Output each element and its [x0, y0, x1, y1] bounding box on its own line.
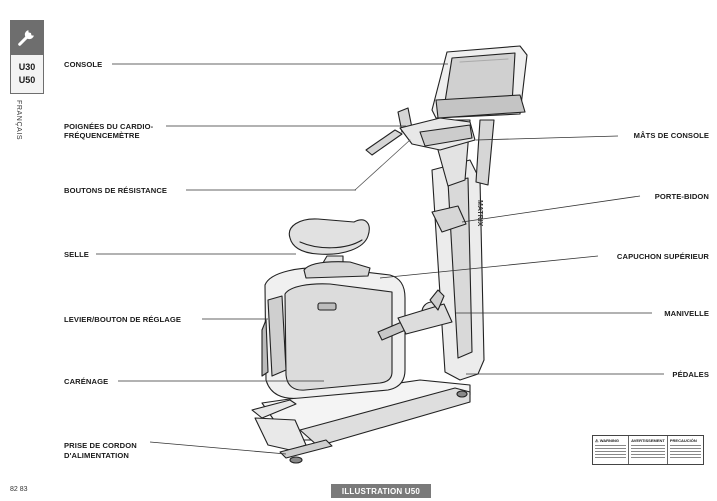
label-carenage: CARÉNAGE — [64, 377, 109, 386]
leader-prise — [149, 441, 287, 455]
illustration-title: ILLUSTRATION U50 — [331, 484, 431, 498]
model-u30: U30 — [18, 62, 36, 72]
wrench-icon — [18, 30, 34, 46]
warning-title: PRECAUCIÓN — [669, 438, 697, 443]
model-selector: U30 U50 — [10, 54, 44, 94]
label-boutons: BOUTONS DE RÉSISTANCE — [64, 186, 168, 195]
label-pedales: PÉDALES — [672, 370, 709, 379]
label-manivelle: MANIVELLE — [664, 309, 709, 318]
label-prise-line2: D'ALIMENTATION — [64, 451, 129, 460]
warning-column: PRECAUCIÓN — [668, 436, 703, 464]
warning-title: AVERTISSEMENT — [631, 438, 665, 443]
warning-column: AVERTISSEMENT — [629, 436, 668, 464]
warning-title: ⚠ WARNING — [595, 438, 620, 443]
base-frame — [251, 379, 471, 464]
label-mats: MÂTS DE CONSOLE — [633, 131, 709, 140]
shroud — [261, 267, 406, 399]
handlebars — [365, 107, 476, 156]
page-number: 82 83 — [10, 486, 28, 493]
leader-capuchon — [379, 255, 599, 279]
label-capuchon: CAPUCHON SUPÉRIEUR — [616, 252, 709, 261]
language-label: FRANÇAIS — [15, 100, 22, 141]
label-prise-line1: PRISE DE CORDON — [64, 441, 137, 450]
seat-assembly — [288, 218, 371, 279]
leader-mats — [475, 135, 619, 141]
model-u50: U50 — [18, 75, 36, 85]
warning-sticker: ⚠ WARNING AVERTISSEMENT PRECAUCIÓN — [592, 435, 704, 465]
label-selle: SELLE — [64, 250, 89, 259]
warning-column: ⚠ WARNING — [593, 436, 630, 464]
label-poignees-line2: FRÉQUENCEMÈTRE — [64, 131, 140, 140]
sidebar-tool-tab — [10, 20, 44, 54]
label-poignees-line1: POIGNÉES DU CARDIO- — [64, 122, 154, 131]
brand-text: MATRIX — [476, 200, 483, 227]
label-porte-bidon: PORTE-BIDON — [654, 192, 709, 201]
console-screen — [431, 45, 528, 119]
label-levier: LEVIER/BOUTON DE RÉGLAGE — [64, 315, 182, 324]
leader-porte-bidon — [461, 195, 641, 223]
label-console: CONSOLE — [64, 60, 103, 69]
bottle-holder — [431, 205, 467, 233]
crank-pedals — [377, 289, 453, 341]
